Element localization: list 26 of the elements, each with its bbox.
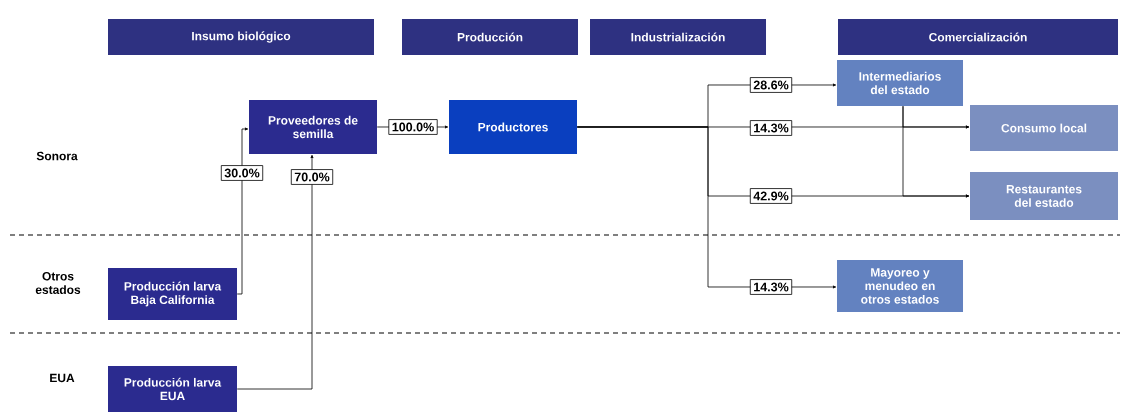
process-box: Producción larva Baja California [108,268,237,320]
edge-label: 14.3% [749,279,793,295]
process-box: Producción larva EUA [108,366,237,412]
process-box: Intermediarios del estado [837,60,963,106]
process-box: Productores [449,100,577,154]
process-box: Restaurantes del estado [970,172,1118,220]
region-label: EUA [50,373,75,383]
edge-label: 42.9% [749,188,793,204]
header-band: Producción [402,19,578,55]
edge-label: 14.3% [749,120,793,136]
header-band: Comercialización [838,19,1118,55]
arrow [576,126,837,289]
process-box: Consumo local [970,105,1118,151]
process-box: Mayoreo y menudeo en otros estados [837,260,963,312]
header-band: Insumo biológico [108,19,374,55]
arrow [236,154,314,390]
region-label: Sonora [36,151,78,161]
region-label: Otros estados [35,272,81,294]
header-band: Industrialización [590,19,766,55]
process-box: Proveedores de semilla [249,100,377,154]
edge-label: 70.0% [290,169,334,185]
edge-label: 30.0% [220,165,264,181]
arrow [902,105,970,198]
edge-label: 100.0% [388,119,438,135]
arrow [236,127,249,295]
edge-label: 28.6% [749,77,793,93]
